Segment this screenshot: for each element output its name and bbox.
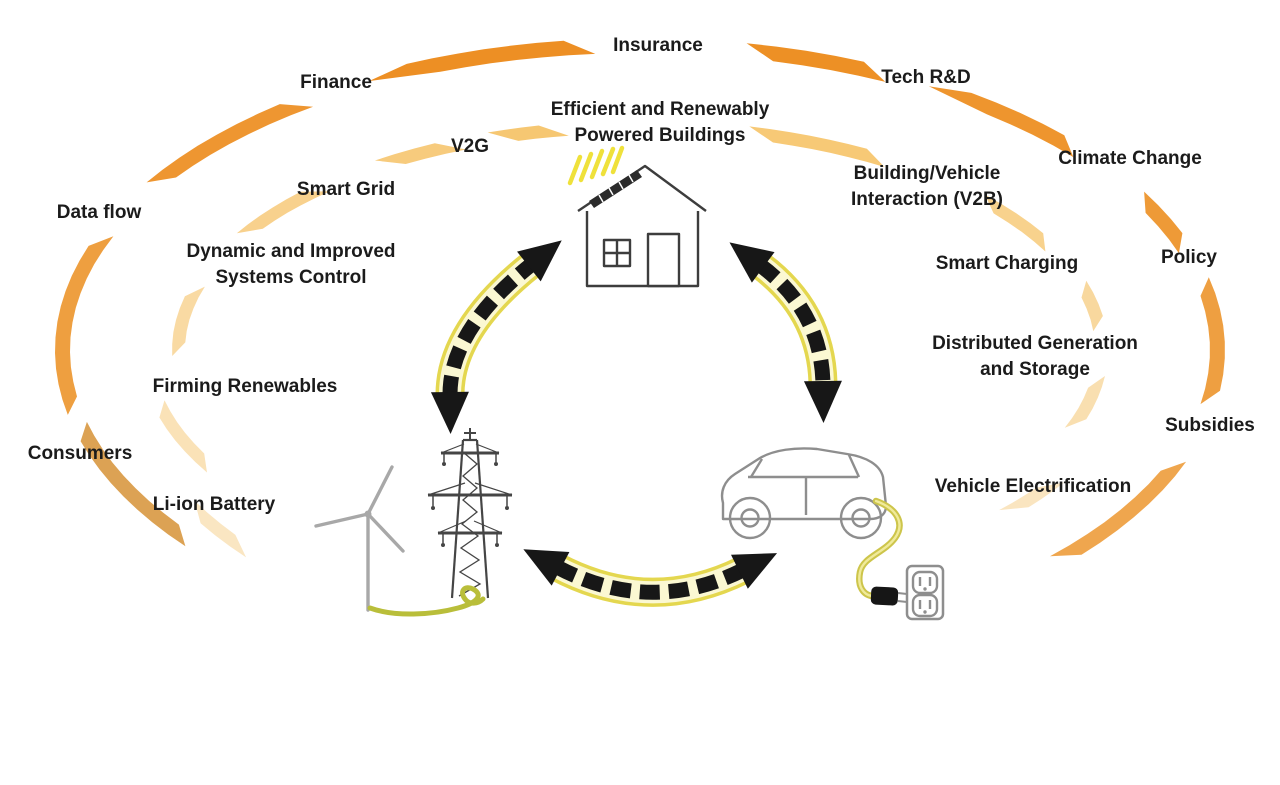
car-wheel-front [728,496,772,540]
ev-car-icon [720,447,945,621]
outer-ring-segment [928,86,1074,158]
ring-label-li-ion-battery: Li-ion Battery [153,494,276,515]
car-wheel-rear-hub [851,508,871,528]
vehicle-grid-arc [523,549,778,607]
ring-label-v2g: V2G [451,136,489,157]
inner-ring-segment [194,500,247,558]
ring-label-vehicle-electrification: Vehicle Electrification [935,476,1131,497]
car-wheel-front-hub [740,508,760,528]
outer-ring-segment [746,43,886,82]
ring-label-policy: Policy [1161,247,1217,268]
cycle-arcs-layer [430,240,842,607]
building-vehicle-arc-band [753,256,834,386]
car-lines [748,454,861,515]
outer-ring-segment [146,104,314,183]
inner-ring-segment [749,126,885,167]
ring-label-insurance: Insurance [613,35,703,56]
outer-ring-segment [55,236,114,415]
inner-ring-segment [999,482,1064,511]
power-grid-icon [314,428,513,617]
outer-ring-segment [1144,191,1183,254]
building-vehicle-arc-dashed-arrow [729,242,842,423]
outer-ring-segment [80,421,186,547]
sun-rays-icon [567,145,625,186]
inner-ring-segment [236,191,330,234]
charging-cable-highlight [858,499,901,598]
solar-panel [589,170,642,208]
grid-building-arc [430,240,562,434]
inner-ring-segment [487,125,569,141]
outer-ring-segment [368,40,596,82]
charging-cable [856,497,903,600]
house-door [646,232,681,288]
grid-building-arc-dashed-arrow [430,240,562,434]
dashed-rings-layer [55,40,1225,558]
ring-label-subsidies: Subsidies [1165,415,1255,436]
ring-label-firming-renewables: Firming Renewables [153,376,338,397]
vehicle-grid-arc-dashed-arrow [523,549,778,600]
icons-layer [314,145,945,621]
ring-label-smart-grid: Smart Grid [297,179,395,200]
car-body [720,447,888,521]
car-wheel-rear [839,496,883,540]
building-vehicle-arc [729,242,842,423]
plug-icon [870,586,908,606]
inner-ring-segment [374,143,466,164]
outlet-icon [905,564,945,621]
ring-label-smart-charging: Smart Charging [936,253,1079,274]
inner-ring-segment [1064,376,1105,428]
grid-cable [367,585,486,617]
outer-ring-segment [1050,461,1187,557]
ring-label-consumers: Consumers [28,443,133,464]
ring-label-tech-rd: Tech R&D [881,67,970,88]
inner-ring-segment [1081,280,1103,332]
ring-label-climate-change: Climate Change [1058,148,1202,169]
ring-label-finance: Finance [300,72,372,93]
inner-ring-segment [159,400,207,473]
inner-ring-segment [985,194,1046,252]
wind-turbine-icon [314,465,405,612]
ring-label-data-flow: Data flow [57,202,142,223]
building-icon [567,145,707,288]
inner-ring-segment [172,286,205,356]
transmission-tower-icon [427,428,513,599]
house-window [602,238,632,268]
outer-ring-segment [1200,277,1225,405]
